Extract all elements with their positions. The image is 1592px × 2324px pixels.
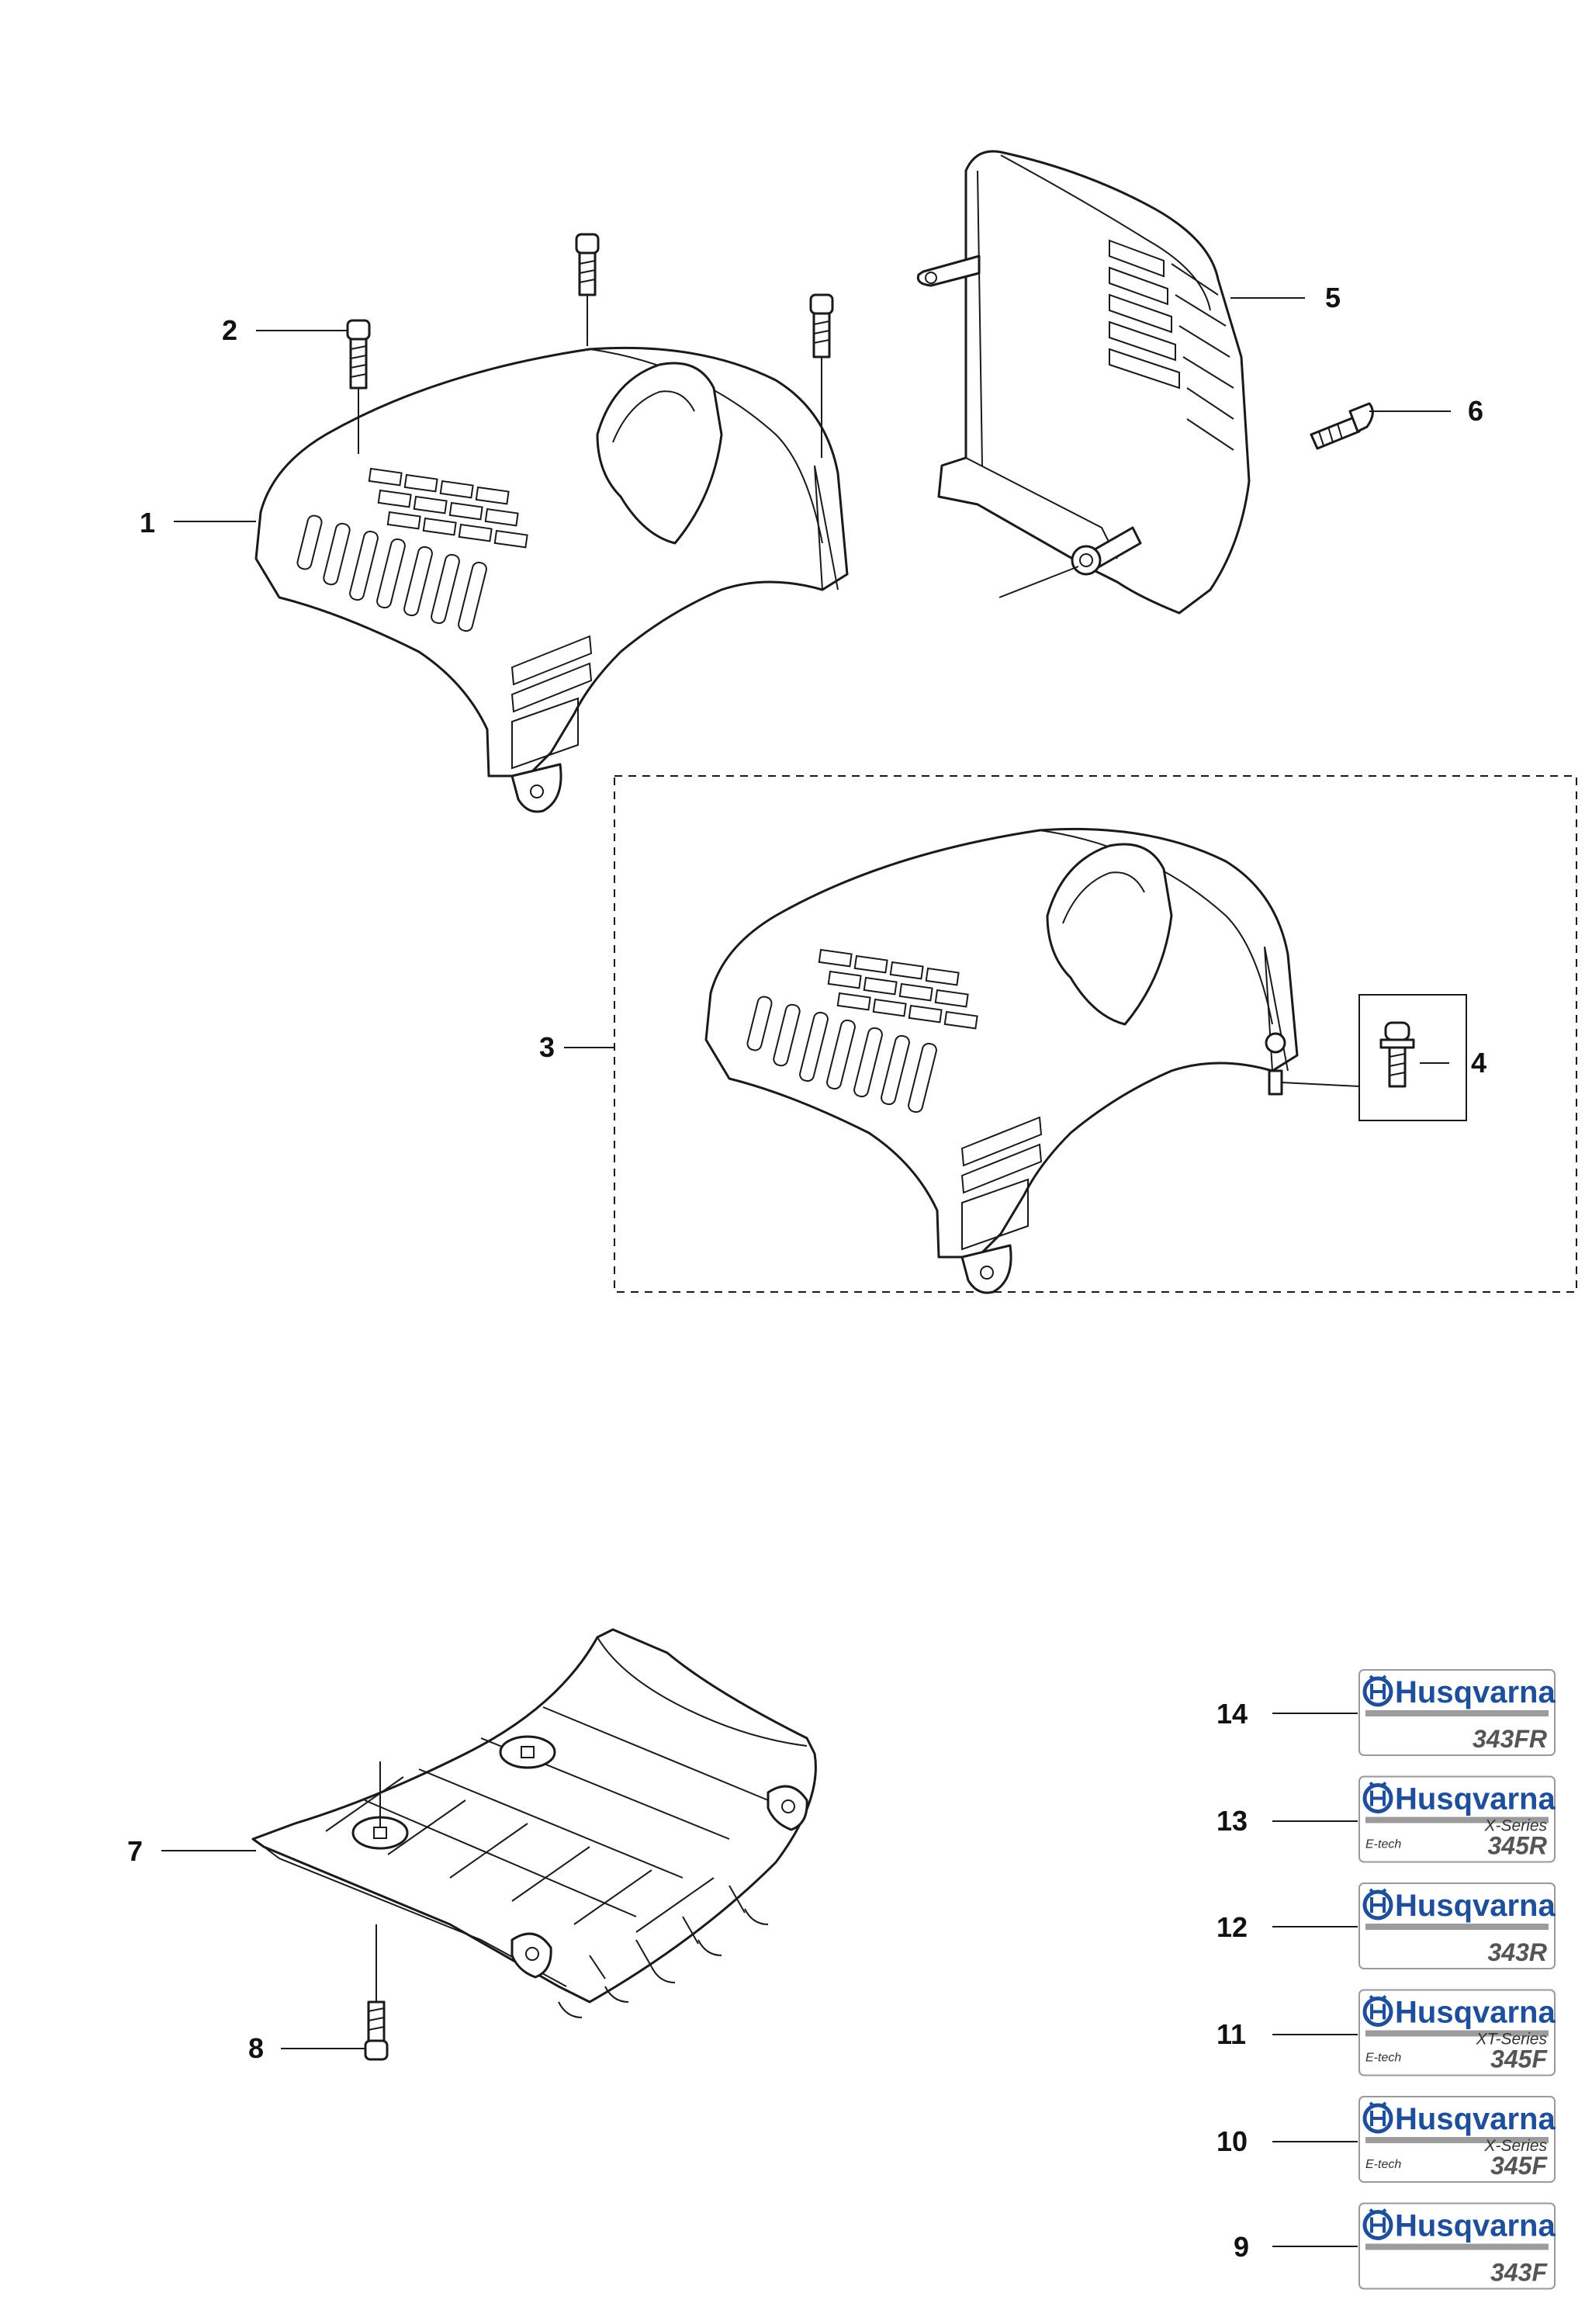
husqvarna-logo-icon	[1362, 1994, 1393, 2027]
decal-stripe	[1365, 1710, 1549, 1716]
husqvarna-logo-icon	[1362, 1781, 1393, 1813]
top-grille	[368, 467, 528, 549]
decal-stripe	[1365, 2030, 1549, 2037]
decal-series: X-Series	[1483, 2137, 1547, 2155]
callout-10: 10	[1216, 2125, 1248, 2157]
husqvarna-logo-icon	[1362, 2101, 1393, 2134]
callout-14: 14	[1216, 1698, 1248, 1730]
assembly-front-slots	[746, 996, 937, 1114]
callout-5: 5	[1325, 282, 1341, 313]
decal-brand: Husqvarna	[1395, 1782, 1556, 1817]
screw-part-2[interactable]	[346, 319, 371, 390]
decal-model: 343R	[1488, 1938, 1548, 1966]
callout-7: 7	[127, 1835, 143, 1867]
callout-8: 8	[248, 2032, 264, 2064]
decal-brand: Husqvarna	[1395, 2209, 1556, 2243]
decal-model: 343F	[1490, 2259, 1548, 2287]
callout-1: 1	[140, 507, 155, 539]
callout-3: 3	[539, 1031, 555, 1063]
decal-stripe	[1365, 2137, 1549, 2143]
front-slots	[296, 514, 487, 632]
decal-343r[interactable]: Husqvarna 343R	[1358, 1882, 1556, 1969]
callout-9: 9	[1234, 2231, 1249, 2263]
starter-grille	[1109, 239, 1234, 451]
callout-12: 12	[1216, 1911, 1248, 1943]
decal-model: 345F	[1490, 2045, 1548, 2073]
callout-labels: 1 2 3 4 5 6 7 8 9 10 11 12 13 14	[127, 282, 1486, 2263]
part-cylinder-cover[interactable]	[254, 346, 849, 813]
callout-6: 6	[1468, 395, 1483, 427]
assembly-box-part-3	[614, 775, 1577, 1293]
callout-13: 13	[1216, 1805, 1248, 1837]
part-cover-assembly[interactable]	[704, 827, 1299, 1294]
detail-box-part-4	[1358, 994, 1467, 1121]
screw-part-4[interactable]	[1379, 1021, 1415, 1088]
decal-etech: E-tech	[1365, 1838, 1401, 1851]
decal-series: XT-Series	[1476, 2031, 1548, 2049]
decal-343fr[interactable]: Husqvarna 343FR	[1358, 1669, 1556, 1756]
decal-brand: Husqvarna	[1395, 1675, 1556, 1709]
husqvarna-logo-icon	[1362, 1675, 1393, 1707]
decal-series: X-Series	[1483, 1817, 1547, 1835]
leader-lines	[161, 297, 1451, 2247]
decal-brand: Husqvarna	[1395, 2102, 1556, 2136]
decal-etech: E-tech	[1365, 2158, 1401, 2171]
decal-343f[interactable]: Husqvarna 343F	[1358, 2202, 1556, 2290]
part-bottom-plate[interactable]	[251, 1628, 817, 2018]
decal-stripe	[1365, 2243, 1549, 2250]
screw-part-2c[interactable]	[809, 293, 834, 358]
assembly-top-grille	[818, 948, 978, 1030]
decal-brand: Husqvarna	[1395, 1996, 1556, 2030]
plate-ribs	[325, 1706, 769, 1979]
screw-part-8[interactable]	[364, 2000, 389, 2061]
decal-stripe	[1365, 1817, 1549, 1824]
decal-model: 345F	[1490, 2152, 1548, 2180]
decal-brand: Husqvarna	[1395, 1889, 1556, 1923]
screw-part-6[interactable]	[1310, 402, 1374, 450]
decal-etech: E-tech	[1365, 2052, 1401, 2065]
decal-model: 345R	[1488, 1832, 1548, 1860]
part-starter-housing[interactable]	[916, 150, 1251, 615]
screw-part-2b[interactable]	[575, 233, 600, 296]
husqvarna-logo-icon	[1362, 1888, 1393, 1921]
decal-stripe	[1365, 1924, 1549, 1930]
callout-4: 4	[1471, 1047, 1486, 1079]
callout-2: 2	[222, 314, 237, 346]
decal-model: 343FR	[1473, 1725, 1547, 1753]
husqvarna-logo-icon	[1362, 2208, 1393, 2240]
callout-11: 11	[1216, 2018, 1246, 2050]
